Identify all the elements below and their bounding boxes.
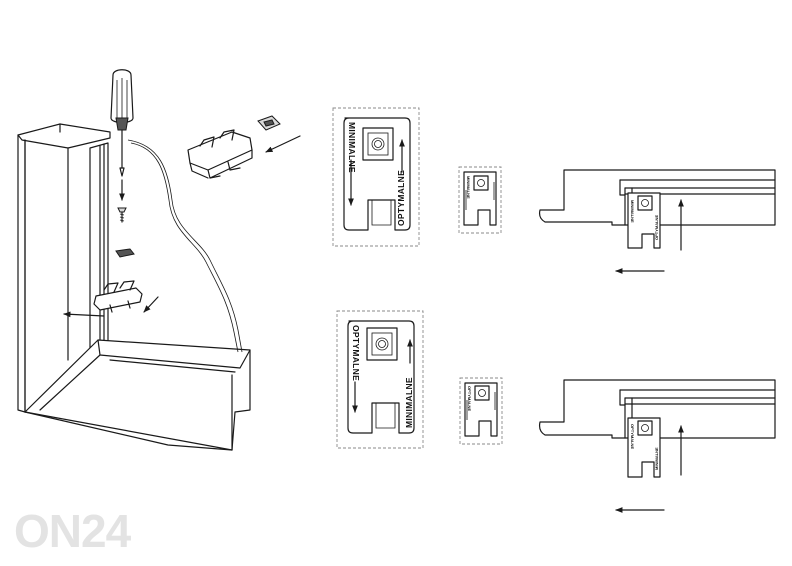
arrow-icon — [143, 296, 159, 313]
square-insert-exploded — [257, 115, 281, 131]
clip-card-bottom: OPTYMALNE MINIMALNE — [336, 310, 424, 449]
svg-text:MINIMALNE: MINIMALNE — [466, 176, 471, 199]
arrow-icon — [63, 311, 105, 318]
arrow-icon — [265, 135, 301, 153]
svg-text:OPTYMALNE: OPTYMALNE — [630, 424, 635, 449]
label-optymalne-bottom: OPTYMALNE — [351, 325, 361, 381]
clip-small-top: MINIMALNE — [458, 166, 502, 234]
profile-bottom: OPTYMALNE MINIMALNE — [538, 379, 776, 513]
mounted-clip — [93, 280, 143, 313]
clip-card-top: MINIMALNE OPTYMALNE — [332, 107, 420, 247]
watermark-logo: ON24 — [14, 505, 131, 557]
svg-text:OPTYMALNE: OPTYMALNE — [654, 215, 659, 240]
label-minimalne-bottom: MINIMALNE — [404, 377, 414, 428]
svg-text:OPTYMALNE: OPTYMALNE — [467, 386, 472, 411]
svg-text:MINIMALNE: MINIMALNE — [630, 200, 635, 223]
profile-top: MINIMALNE OPTYMALNE — [538, 169, 776, 274]
svg-text:MINIMALNE: MINIMALNE — [654, 447, 659, 470]
clip-small-bottom: OPTYMALNE — [459, 377, 503, 445]
label-optymalne-top: OPTYMALNE — [396, 170, 406, 226]
window-frame-illustration — [17, 123, 251, 451]
screwdriver-icon — [110, 69, 134, 223]
clip-part-exploded — [187, 129, 253, 179]
square-insert — [115, 248, 135, 258]
label-minimalne-top: MINIMALNE — [347, 122, 357, 173]
